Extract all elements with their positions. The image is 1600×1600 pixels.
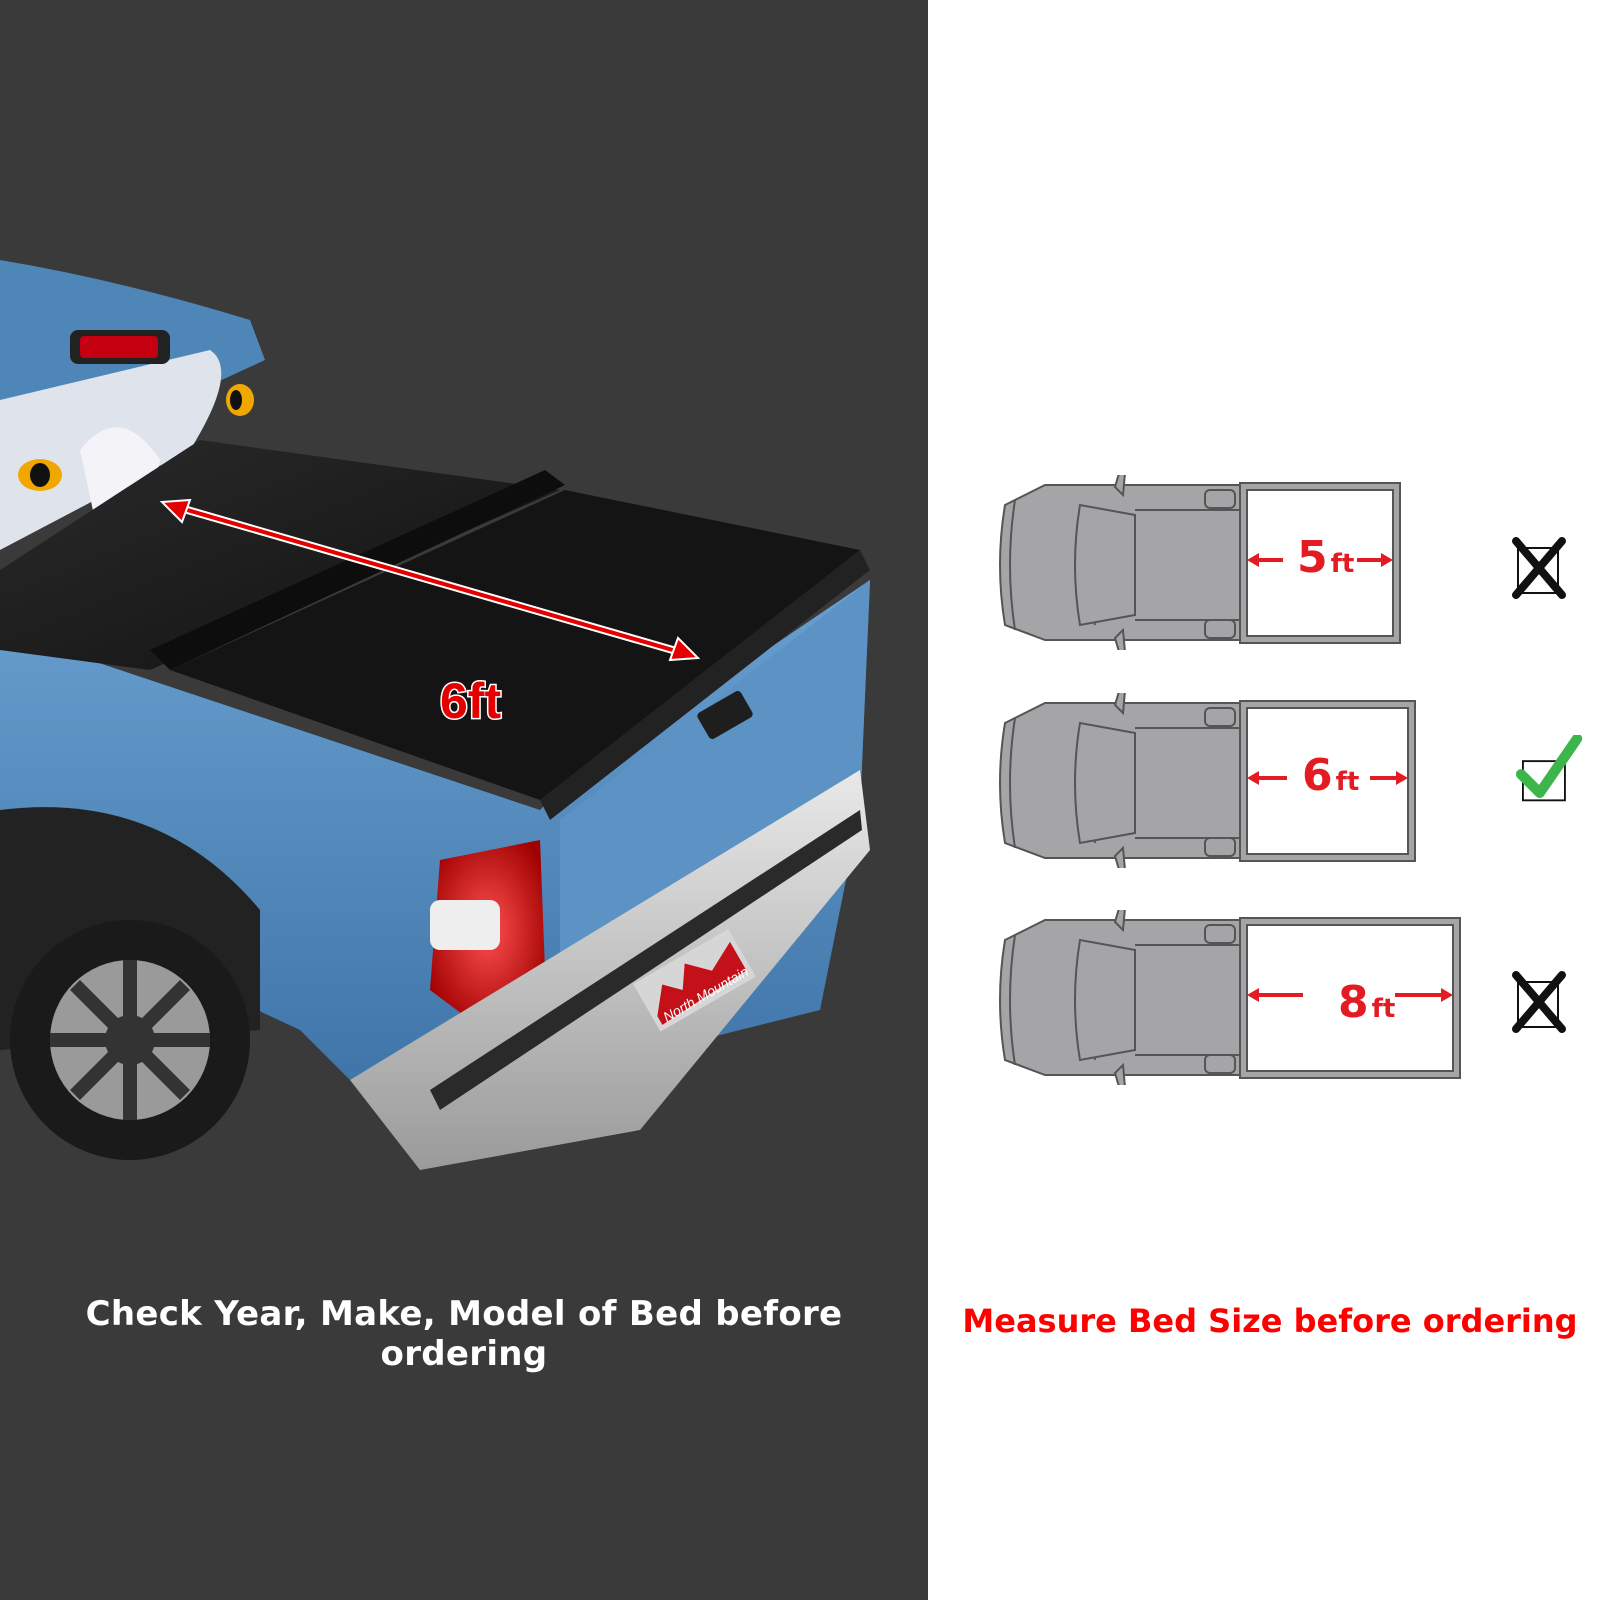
left-panel: North Mountain 6ft Check Year, Make, Mod…: [0, 0, 928, 1600]
bed-diagram-6ft: [985, 687, 1430, 874]
left-caption: Check Year, Make, Model of Bed before or…: [85, 1294, 843, 1374]
x-box-icon: [1510, 967, 1570, 1037]
right-caption: Measure Bed Size before ordering: [962, 1302, 1578, 1340]
bed-length-label: 6ft: [438, 672, 502, 731]
bed-diagram-5ft: [985, 469, 1415, 656]
x-box-icon: [1510, 533, 1570, 603]
check-box-icon: [1515, 733, 1585, 805]
truck-top-view-icon: [999, 687, 1416, 874]
truck-photo: North Mountain: [0, 260, 870, 1170]
bed-diagram-8ft: [985, 904, 1475, 1091]
truck-top-view-icon: [999, 904, 1461, 1091]
truck-top-view-icon: [999, 469, 1401, 656]
